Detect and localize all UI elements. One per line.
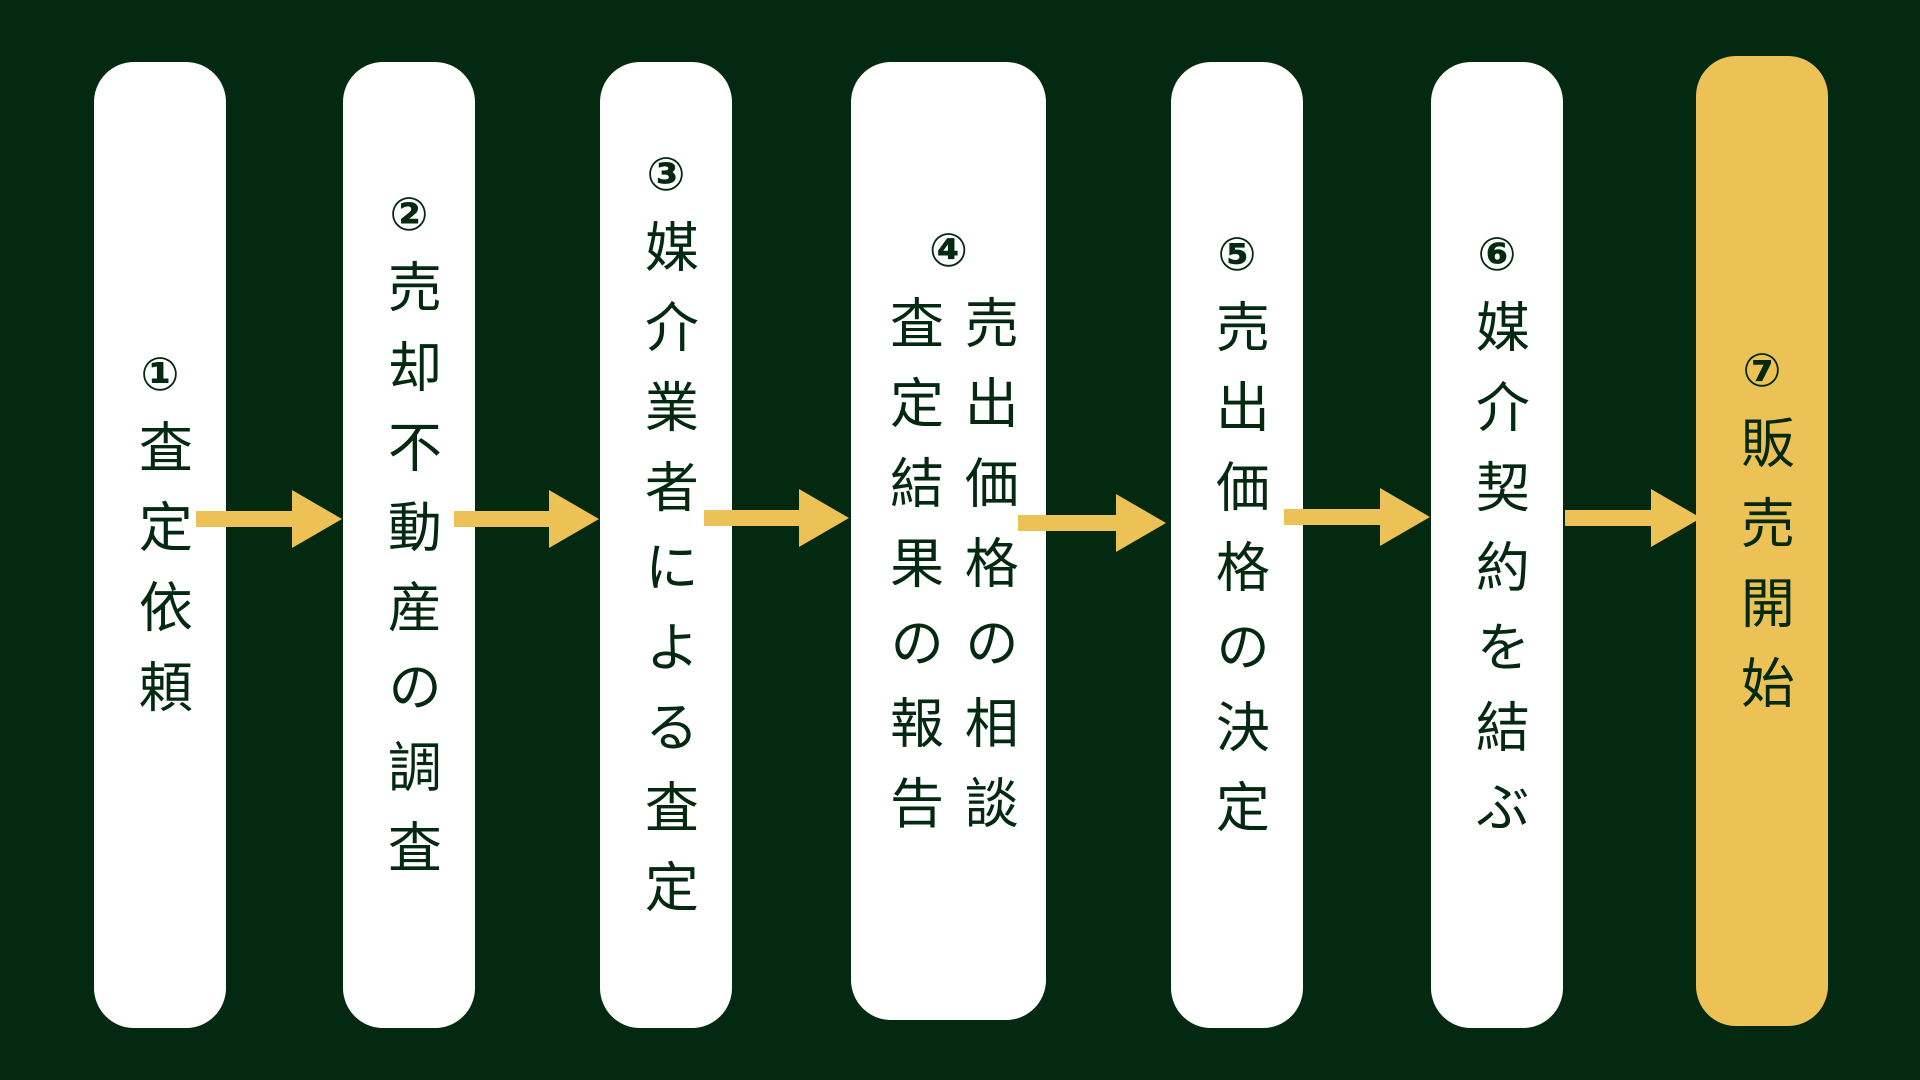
step-1-label: 査定依頼 [129,419,193,739]
step-2-number: ② [389,187,429,241]
step-4-label-line-2: 査定結果の報告 [880,295,944,855]
step-1-number: ① [140,347,180,401]
step-6-label: 媒介契約を結ぶ [1466,299,1530,859]
arrow-right-icon [1284,488,1430,546]
step-3-card: ③ 媒介業者による査定 [600,62,732,1028]
step-4-label-line-1: 売出価格の相談 [955,295,1019,855]
arrow-right-icon [704,489,849,547]
step-5-card: ⑤ 売出価格の決定 [1171,62,1303,1028]
step-6-card: ⑥ 媒介契約を結ぶ [1431,62,1563,1028]
arrow-right-icon [1565,489,1701,547]
step-3-number: ③ [646,147,686,201]
step-7-card: ⑦ 販売開始 [1696,56,1828,1026]
step-5-number: ⑤ [1217,227,1257,281]
step-1-card: ① 査定依頼 [94,62,226,1028]
step-7-number: ⑦ [1742,343,1782,397]
step-2-card: ② 売却不動産の調査 [343,62,475,1028]
step-7-label: 販売開始 [1731,415,1795,735]
step-4-card: ④ 売出価格の相談 査定結果の報告 [851,62,1046,1020]
arrow-right-icon [196,490,342,548]
arrow-right-icon [454,490,599,548]
arrow-right-icon [1018,494,1166,552]
step-4-number: ④ [929,223,968,277]
step-5-label: 売出価格の決定 [1206,299,1270,859]
step-6-number: ⑥ [1477,227,1517,281]
step-3-label: 媒介業者による査定 [635,219,699,939]
step-2-label: 売却不動産の調査 [378,259,442,899]
